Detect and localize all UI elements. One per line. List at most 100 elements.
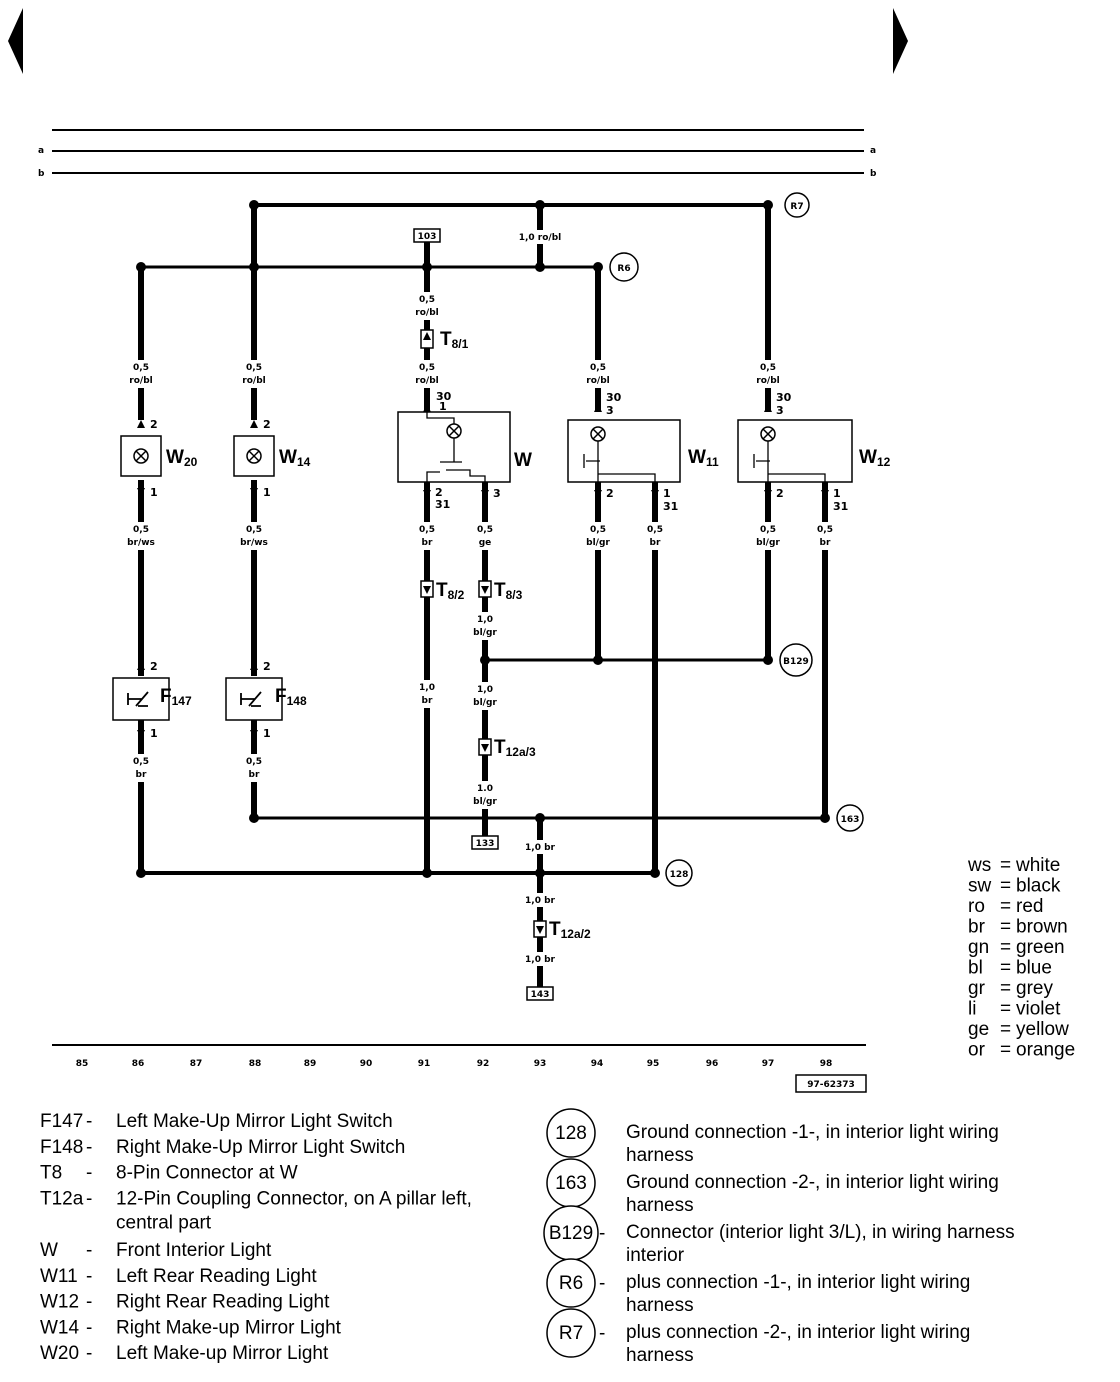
color-equals: = xyxy=(1000,917,1011,938)
wire-gauge: 0,5 xyxy=(590,525,606,535)
wire-label: 0,5br xyxy=(236,754,272,782)
arrow-down-icon xyxy=(137,730,145,738)
wire-label: 1,0 br xyxy=(516,952,564,966)
legend-desc: harness xyxy=(626,1295,694,1316)
rail-b-right-label: b xyxy=(870,169,877,179)
wire-color: ro/bl xyxy=(415,376,438,386)
svg-text:2: 2 xyxy=(263,660,271,673)
wire-label: 0,5bl/gr xyxy=(580,522,616,550)
arrow-up-icon xyxy=(250,662,258,670)
diagram-id: 97-62373 xyxy=(807,1080,855,1090)
wire-label: 0,5ge xyxy=(467,522,503,550)
arrow-up-icon xyxy=(764,404,772,412)
color-name: black xyxy=(1016,876,1061,897)
prev-page-arrow-icon[interactable] xyxy=(8,8,23,74)
legend-desc: harness xyxy=(626,1345,694,1366)
wire-gauge: 0,5 xyxy=(477,525,493,535)
rail-a-right-label: a xyxy=(870,146,876,156)
legend-dash: - xyxy=(86,1188,92,1209)
reading-light-w12: 30 3 2 1 31 W12 xyxy=(737,391,891,513)
wire-label: 0,5br/ws xyxy=(236,522,272,550)
legend-desc: Right Make-Up Mirror Light Switch xyxy=(116,1137,405,1158)
svg-text:3: 3 xyxy=(776,404,784,417)
legend-desc: Right Rear Reading Light xyxy=(116,1292,330,1313)
wire-label: 0,5 ro/bl xyxy=(750,360,786,388)
color-legend-item: sw=black xyxy=(968,876,1061,897)
symbol-code: R6 xyxy=(559,1273,583,1294)
lamp-w20: 2 1 W20 xyxy=(120,418,198,499)
legend-desc: Front Interior Light xyxy=(116,1240,272,1261)
legend-desc: Left Rear Reading Light xyxy=(116,1266,317,1287)
wire-color: ro/bl xyxy=(756,376,779,386)
legend-desc: Left Make-Up Mirror Light Switch xyxy=(116,1111,393,1132)
color-equals: = xyxy=(1000,876,1011,897)
legend-desc: 12-Pin Coupling Connector, on A pillar l… xyxy=(116,1188,472,1209)
svg-text:T12a/3: T12a/3 xyxy=(494,737,536,759)
svg-text:103: 103 xyxy=(418,232,437,242)
legend-code: W xyxy=(40,1240,58,1261)
wire-color: ro/bl xyxy=(242,376,265,386)
ground-128-symbol: 128 xyxy=(665,859,693,887)
wire-label: 0,5bl/gr xyxy=(750,522,786,550)
w11-label: W11 xyxy=(688,447,719,469)
legend-desc: Connector (interior light 3/L), in wirin… xyxy=(626,1222,1015,1243)
legend-symbol-item: R6- plus connection -1-, in interior lig… xyxy=(546,1258,970,1316)
svg-text:31: 31 xyxy=(833,500,848,513)
wire-color: ro/bl xyxy=(129,376,152,386)
arrow-up-icon xyxy=(137,662,145,670)
legend-code: T8 xyxy=(40,1163,62,1184)
ground-symbol-icon xyxy=(546,1308,596,1358)
arrow-up-icon xyxy=(250,420,258,428)
color-equals: = xyxy=(1000,1019,1011,1040)
connector-t8-2: T8/2 xyxy=(420,580,465,602)
legend-dash: - xyxy=(86,1163,92,1184)
svg-text:T8/3: T8/3 xyxy=(494,580,523,602)
switch-icon xyxy=(240,691,262,707)
wire-color: br xyxy=(650,538,661,548)
color-legend-item: br=brown xyxy=(968,917,1068,938)
arrow-down-icon xyxy=(250,730,258,738)
color-name: white xyxy=(1015,855,1060,876)
wire-gauge-color: 1,0 br xyxy=(525,843,556,853)
color-code: li xyxy=(968,999,976,1020)
svg-text:1: 1 xyxy=(263,486,271,499)
connector-t12a-2: T12a/2 xyxy=(533,919,591,941)
svg-text:2: 2 xyxy=(263,418,271,431)
wire-color: br xyxy=(136,770,147,780)
symbol-code: 163 xyxy=(555,1173,587,1194)
wire-color: br/ws xyxy=(240,538,268,548)
legend-dash: - xyxy=(86,1317,92,1338)
color-legend-item: ws=white xyxy=(967,855,1060,876)
column-number: 88 xyxy=(249,1059,262,1069)
svg-text:31: 31 xyxy=(663,500,678,513)
color-legend-item: ro=red xyxy=(968,896,1043,917)
wire-label: 0,5 ro/bl xyxy=(236,360,272,388)
wire-label: 0,5ro/bl xyxy=(123,360,159,388)
wire-color-legend: ws=whitesw=blackro=redbr=browngn=greenbl… xyxy=(967,855,1075,1061)
legend-code: F148 xyxy=(40,1137,83,1158)
svg-text:30: 30 xyxy=(606,391,622,404)
legend-code: W12 xyxy=(40,1292,79,1313)
legend-dash: - xyxy=(599,1323,605,1344)
legend-item: W14-Right Make-up Mirror Light xyxy=(40,1317,342,1338)
svg-text:1: 1 xyxy=(150,486,158,499)
legend-code: T12a xyxy=(40,1188,84,1209)
legend-desc: Ground connection -2-, in interior light… xyxy=(626,1172,999,1193)
legend-dash: - xyxy=(86,1266,92,1287)
wire-gauge: 0,5 xyxy=(246,363,262,373)
interior-light-w: 30 1 2 31 3 W xyxy=(397,390,532,511)
wire-gauge: 0,5 xyxy=(760,363,776,373)
legend-item: F147-Left Make-Up Mirror Light Switch xyxy=(40,1111,393,1132)
next-page-arrow-icon[interactable] xyxy=(893,8,908,74)
wire-gauge: 1,0 xyxy=(419,683,435,693)
legend-item: W12-Right Rear Reading Light xyxy=(40,1292,330,1313)
color-name: grey xyxy=(1016,978,1053,999)
connector-t8-3: T8/3 xyxy=(478,580,523,602)
column-number: 96 xyxy=(706,1059,719,1069)
svg-text:2: 2 xyxy=(435,486,443,499)
wire-color: ro/bl xyxy=(586,376,609,386)
legend-desc: Ground connection -1-, in interior light… xyxy=(626,1122,999,1143)
symbol-code: B129 xyxy=(549,1223,593,1244)
rail-a-left-label: a xyxy=(38,146,44,156)
w20-label: W20 xyxy=(166,447,198,469)
